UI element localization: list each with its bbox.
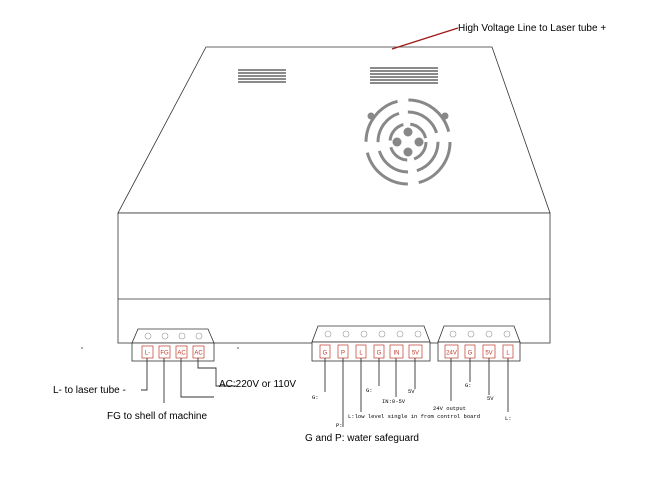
terminal-block-right: 24V G 5V L (437, 325, 521, 362)
terminal-left-label: L- (145, 351, 150, 357)
vent-right (370, 67, 438, 84)
terminal-IN (389, 344, 404, 359)
terminal-right-label: G (468, 351, 473, 357)
terminal-left-label: AC (177, 351, 186, 357)
g2-label: G: (366, 387, 373, 394)
terminal-middle-label: L (359, 351, 363, 357)
hv-line-label: High Voltage Line to Laser tube + (458, 23, 607, 34)
l-signal-label: L:low level single in from control board (348, 413, 481, 420)
terminal-right-label: 24V (446, 351, 457, 357)
v5b-label: 5V (487, 395, 494, 402)
terminal-left-label: AC (194, 351, 203, 357)
in-range-label: IN:0-5V (382, 398, 406, 405)
v5-label: 5V (408, 388, 415, 395)
l-minus-label: L- to laser tube - (53, 385, 126, 396)
terminal-middle-label: G (377, 351, 382, 357)
hv-wire (391, 27, 459, 50)
terminal-right-label: L (506, 351, 510, 357)
g1-label: G: (312, 394, 319, 401)
g-p-label: G and P: water safeguard (305, 433, 419, 444)
terminal-L-minus (141, 345, 154, 359)
leader-lines (141, 358, 509, 427)
terminal-24V (444, 344, 459, 359)
terminal-middle-label: G (323, 351, 328, 357)
terminal-middle-label: P (341, 351, 345, 357)
terminal-5V (408, 344, 423, 359)
fan-grille (364, 98, 452, 186)
terminal-left-label: FG (160, 351, 169, 357)
l2-label: L: (505, 415, 512, 422)
supply-front-face (117, 212, 551, 344)
terminal-block-left: L- FG AC AC (131, 328, 215, 362)
p1-label: P: (336, 422, 343, 429)
out24-label: 24V output (433, 405, 467, 412)
fg-label: FG to shell of machine (107, 411, 208, 422)
supply-top-face (117, 46, 551, 214)
g3-label: G: (465, 382, 472, 389)
fan-hub (367, 112, 449, 157)
terminal-AC-1 (175, 345, 188, 359)
ac-input-label: AC:220V or 110V (219, 379, 297, 390)
terminal-AC-2 (192, 345, 205, 359)
terminal-middle-label: IN (394, 351, 400, 357)
vent-left (238, 69, 286, 83)
terminal-right-label: 5V (485, 351, 492, 357)
terminal-block-middle: G P L G IN 5V (311, 325, 431, 362)
terminal-middle-label: 5V (412, 351, 419, 357)
terminal-FG (158, 345, 171, 359)
